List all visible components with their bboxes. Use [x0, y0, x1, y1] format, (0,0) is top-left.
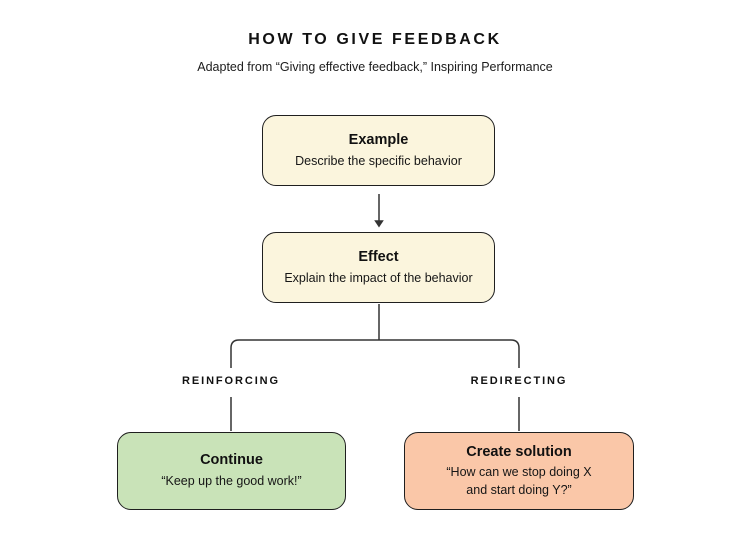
diagram-subtitle: Adapted from “Giving effective feedback,…	[197, 60, 553, 74]
branch-label-reinforcing: REINFORCING	[182, 375, 280, 387]
node-effect: Effect Explain the impact of the behavio…	[262, 232, 495, 303]
node-effect-description: Explain the impact of the behavior	[284, 270, 473, 285]
node-create-solution-description-line-2: and start doing Y?”	[466, 482, 572, 497]
branch-bar	[230, 339, 520, 368]
node-create-solution-description-line-1: “How can we stop doing X	[446, 465, 592, 480]
node-continue-description: “Keep up the good work!”	[161, 474, 302, 489]
node-create-solution-title: Create solution	[466, 443, 572, 460]
node-example: Example Describe the specific behavior	[262, 115, 495, 186]
node-example-description: Describe the specific behavior	[295, 153, 462, 168]
node-example-title: Example	[348, 131, 409, 148]
node-create-solution-description: “How can we stop doing X and start doing…	[446, 464, 591, 499]
node-continue-title: Continue	[200, 452, 263, 469]
node-effect-title: Effect	[358, 248, 399, 265]
diagram-title: HOW TO GIVE FEEDBACK	[248, 31, 502, 48]
arrow-example-to-effect	[374, 194, 384, 228]
node-continue: Continue “Keep up the good work!”	[117, 432, 346, 510]
node-create-solution: Create solution “How can we stop doing X…	[404, 432, 634, 510]
branch-label-redirecting: REDIRECTING	[470, 375, 568, 387]
